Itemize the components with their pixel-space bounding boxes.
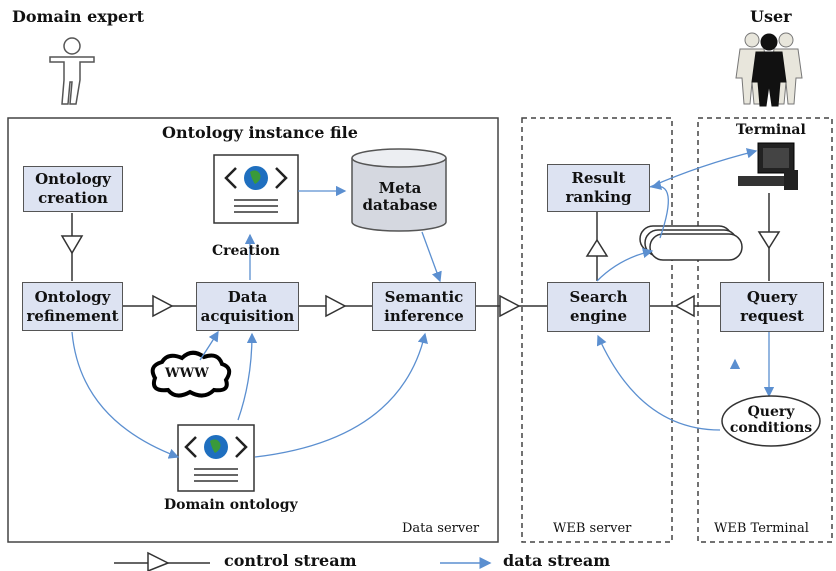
www-label: WWW bbox=[165, 366, 209, 381]
www-cloud-icon bbox=[150, 350, 232, 398]
ontology-refinement-line1: Ontology bbox=[34, 287, 111, 306]
data-acquisition-line2: acquisition bbox=[200, 306, 295, 325]
result-ranking-line2: ranking bbox=[565, 188, 632, 206]
data-acquisition-line1: Data bbox=[227, 287, 268, 306]
result-ranking-line1: Result bbox=[571, 169, 626, 188]
data-server-label: Data server bbox=[402, 521, 480, 536]
user-group-figure bbox=[735, 32, 803, 107]
meta-database-label: Meta database bbox=[362, 179, 438, 215]
domain-expert-label: Domain expert bbox=[12, 7, 145, 26]
ontology-creation-line2: creation bbox=[38, 189, 108, 207]
query-conditions-line2: conditions bbox=[729, 420, 813, 437]
search-engine-line1: Search bbox=[569, 288, 628, 307]
results-stack-icon bbox=[639, 225, 743, 261]
domain-expert-figure bbox=[49, 37, 95, 105]
data-stream-arrows bbox=[71, 148, 775, 459]
query-request-box: Query request bbox=[720, 282, 824, 332]
result-ranking-box: Result ranking bbox=[547, 164, 650, 212]
web-server-frame bbox=[521, 117, 673, 543]
semantic-inference-line1: Semantic bbox=[384, 287, 464, 306]
meta-database-line1: Meta bbox=[378, 179, 422, 197]
domain-ontology-document-icon bbox=[177, 424, 255, 492]
query-request-line1: Query bbox=[746, 288, 798, 307]
ontology-creation-box: Ontology creation bbox=[23, 166, 123, 212]
control-stream-lines bbox=[60, 193, 781, 318]
query-conditions-label: Query conditions bbox=[724, 404, 818, 436]
semantic-inference-box: Semantic inference bbox=[372, 282, 476, 331]
query-conditions-ellipse bbox=[721, 395, 821, 447]
legend-graphics bbox=[114, 551, 492, 571]
legend-control-stream: control stream bbox=[224, 551, 357, 570]
data-acquisition-box: Data acquisition bbox=[196, 282, 299, 331]
terminal-computer-icon bbox=[738, 142, 798, 190]
search-engine-line2: engine bbox=[569, 307, 628, 325]
web-server-label: WEB server bbox=[553, 521, 632, 536]
query-conditions-line1: Query bbox=[747, 404, 795, 420]
creation-label: Creation bbox=[212, 243, 280, 259]
web-terminal-label: WEB Terminal bbox=[714, 521, 809, 536]
ontology-instance-document-icon bbox=[213, 154, 299, 224]
query-request-line2: request bbox=[740, 307, 804, 325]
domain-ontology-label: Domain ontology bbox=[164, 497, 298, 513]
legend-data-stream: data stream bbox=[503, 551, 611, 570]
ontology-instance-file-title: Ontology instance file bbox=[162, 123, 358, 142]
ontology-refinement-line2: refinement bbox=[26, 306, 119, 325]
semantic-inference-line2: inference bbox=[384, 306, 464, 325]
data-server-frame bbox=[7, 117, 499, 543]
user-label: User bbox=[750, 7, 792, 26]
search-engine-box: Search engine bbox=[547, 282, 650, 332]
meta-database-line2: database bbox=[362, 196, 438, 215]
meta-database-cylinder bbox=[351, 148, 447, 232]
web-terminal-frame bbox=[697, 117, 833, 543]
ontology-creation-line1: Ontology bbox=[35, 170, 111, 189]
ontology-refinement-box: Ontology refinement bbox=[22, 282, 123, 331]
terminal-label: Terminal bbox=[736, 122, 806, 138]
